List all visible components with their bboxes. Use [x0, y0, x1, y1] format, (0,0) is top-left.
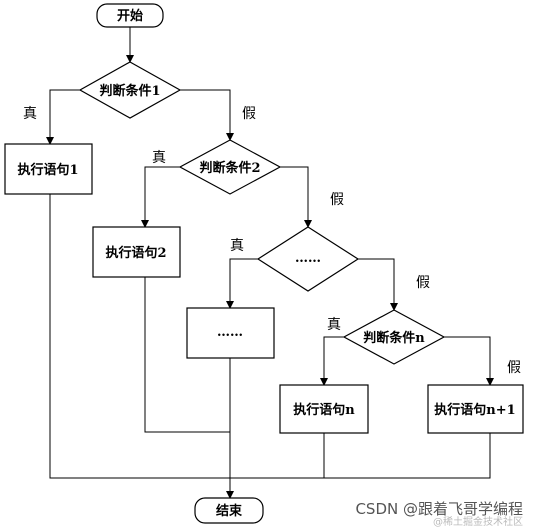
exec-1-label: 执行语句1 [17, 162, 78, 178]
edge-cond1-false [180, 89, 234, 141]
watermark: CSDN @跟着飞哥学编程 @稀土掘金技术社区 [355, 500, 523, 528]
condition-1-label: 判断条件1 [99, 83, 160, 99]
exec-2-label: 执行语句2 [105, 245, 166, 261]
edge-condn-true [320, 336, 344, 386]
exec-2: 执行语句2 [92, 226, 181, 278]
cond2-false-label: 假 [330, 192, 344, 208]
exec-n: 执行语句n [279, 384, 369, 434]
edges [46, 27, 494, 499]
exec-1: 执行语句1 [4, 143, 93, 195]
edge-cond2-true [141, 166, 180, 228]
condition-1: 判断条件1 [78, 61, 182, 119]
end-node: 结束 [194, 497, 264, 524]
edge-exec2-to-merge [144, 277, 230, 433]
exec-n-label: 执行语句n [293, 402, 355, 418]
start-label: 开始 [117, 8, 143, 24]
edge-cond1-true [46, 89, 80, 145]
watermark-subtext: @稀土掘金技术社区 [433, 515, 523, 528]
watermark-text: CSDN @跟着飞哥学编程 [355, 500, 523, 518]
condition-dots-label: …… [295, 251, 321, 266]
exec-dots-label: …… [217, 325, 243, 340]
edge-dots-false [358, 258, 398, 311]
dots-false-label: 假 [416, 275, 430, 291]
edge-condn-false [444, 336, 494, 386]
dots-true-label: 真 [230, 238, 244, 254]
cond2-true-label: 真 [152, 150, 166, 166]
condition-2-label: 判断条件2 [199, 160, 260, 176]
exec-n-plus-1-label: 执行语句n+1 [434, 402, 515, 418]
condition-n: 判断条件n [342, 309, 446, 365]
condition-2: 判断条件2 [178, 139, 282, 195]
exec-n-plus-1: 执行语句n+1 [427, 384, 524, 434]
edge-cond2-false [280, 166, 312, 228]
condition-n-label: 判断条件n [363, 330, 425, 346]
cond1-false-label: 假 [242, 106, 256, 122]
branch-labels: 真 假 真 假 真 假 真 假 [23, 106, 521, 376]
end-label: 结束 [216, 503, 243, 519]
start-node: 开始 [96, 3, 164, 28]
edge-execn1-to-merge [230, 433, 491, 479]
condition-dots: …… [256, 226, 360, 292]
exec-dots: …… [186, 307, 275, 359]
condn-true-label: 真 [327, 317, 341, 333]
edge-dots-true [226, 258, 258, 309]
edge-exec1-to-merge [49, 194, 230, 479]
condn-false-label: 假 [507, 360, 521, 376]
cond1-true-label: 真 [23, 106, 37, 122]
